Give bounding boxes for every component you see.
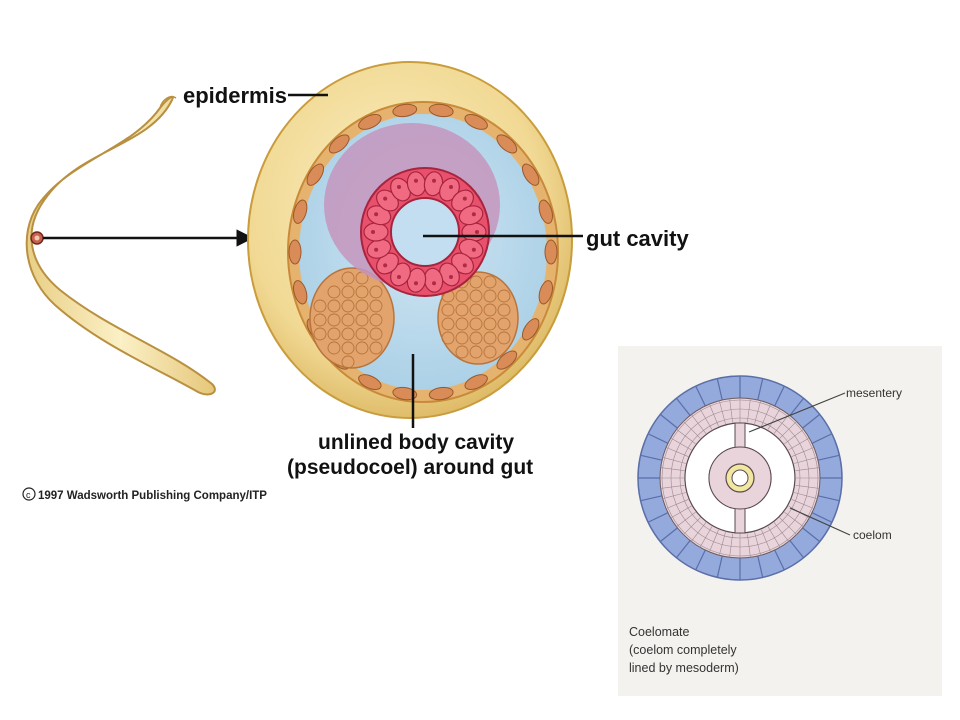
inset-caption-line1: Coelomate [629,625,689,639]
label-epidermis: epidermis [183,83,287,108]
muscle-cell [496,350,518,370]
muscle-cell [392,386,418,401]
pseudocoelomate-cross-section [247,61,573,419]
muscle-cell [428,103,454,118]
label-body-cavity-line2: (pseudocoel) around gut [287,456,533,479]
muscle-cell [358,374,382,390]
inset-label-mesentery: mesentery [846,386,902,400]
muscle-cell [544,239,558,265]
muscle-cell [288,239,302,265]
mesentery-leader [748,392,846,433]
muscle-cell [328,134,350,154]
muscle-cell [306,163,325,186]
muscle-cell [521,163,540,186]
muscle-cell [538,280,553,305]
muscle-cell [392,103,418,118]
muscle-cell [293,280,308,305]
muscle-cell [464,114,488,130]
gut-cell [363,222,389,242]
nematode-worm [25,95,216,396]
inset-caption-line2: (coelom completely [629,643,737,657]
muscle-cell [521,318,540,341]
gut-cell [461,222,487,242]
inset-mesentery-upper [734,422,746,450]
coelomate-inset: mesentery coelom Coelomate (coelom compl… [618,346,942,696]
label-body-cavity-line1: unlined body cavity [318,431,514,454]
label-gut-cavity: gut cavity [586,226,689,251]
gut-cells [363,171,487,293]
gut-cell [458,205,484,226]
copyright-text: 1997 Wadsworth Publishing Company/ITP [38,490,267,502]
copyright-notice: c 1997 Wadsworth Publishing Company/ITP [22,487,267,502]
muscle-cell [496,134,518,154]
muscle-cell [464,374,488,390]
muscle-cell [538,199,553,224]
gut-lumen [390,197,460,267]
muscle-cell [358,114,382,130]
inset-label-coelom: coelom [853,528,892,542]
inset-caption-line3: lined by mesoderm) [629,661,739,675]
coelom-leader [789,507,851,536]
muscle-cell [428,386,454,401]
copyright-symbol: c [26,490,31,500]
inset-mesentery-lower [734,506,746,534]
muscle-cell [293,199,308,224]
